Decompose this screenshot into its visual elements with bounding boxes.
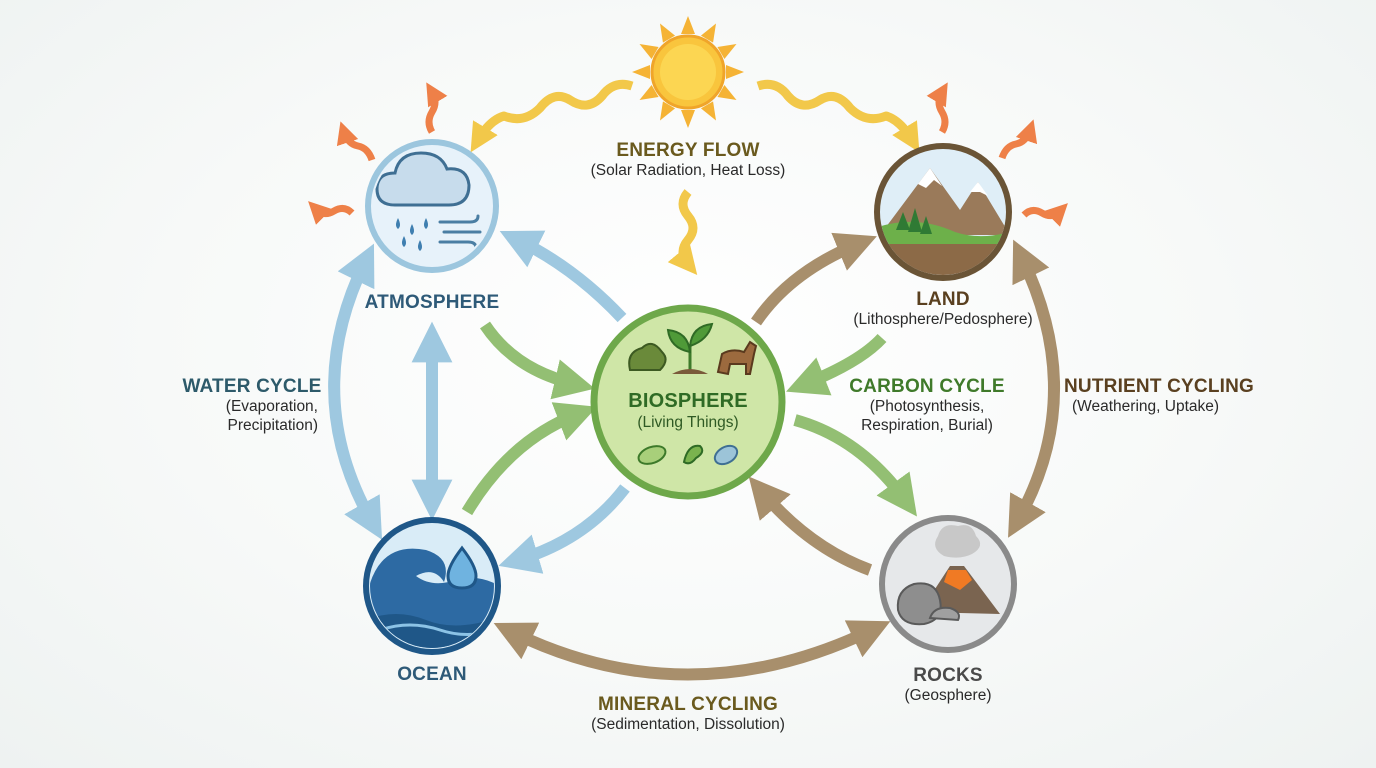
land-label: LAND (Lithosphere/Pedosphere) [828,289,1058,330]
biosphere-to-atmosphere-arrow [499,230,627,323]
nutrient-mineral-arrows [493,232,1060,681]
biosphere-label: BIOSPHERE (Living Things) [608,390,768,432]
biosphere-title: BIOSPHERE [628,390,748,412]
rocks-subtitle: (Geosphere) [904,687,992,705]
water-cycle-arrows [328,230,630,574]
nutrient-cycling-subtitle: (Weathering, Uptake) [1072,398,1220,416]
atmosphere-to-biosphere-arrow [480,321,595,400]
energy-flow-title: ENERGY FLOW [616,140,760,161]
ocean-to-biosphere-arrow [461,402,598,516]
ocean-node [363,517,501,655]
carbon-cycle-title: CARBON CYCLE [849,376,1005,397]
mineral-cycling-subtitle: (Sedimentation, Dissolution) [591,716,785,734]
heat-loss-atmosphere-1 [425,82,448,134]
biosphere-to-land-arrow [751,232,877,326]
heat-loss-atmosphere-2 [336,121,376,162]
atmosphere-label: ATMOSPHERE [342,292,522,314]
cloud-rain-icon [375,151,482,251]
water-cycle-outer-arrow [328,243,383,540]
rocks-label: ROCKS (Geosphere) [878,665,1018,706]
land-subtitle: (Lithosphere/Pedosphere) [853,311,1033,329]
water-cycle-label: WATER CYCLE (Evaporation, Precipitation) [172,376,332,435]
energy-flow-label: ENERGY FLOW (Solar Radiation, Heat Loss) [568,140,808,181]
ocean-label: OCEAN [372,664,492,686]
water-cycle-line1: (Evaporation, [225,398,318,416]
land-node [874,143,1012,281]
carbon-cycle-label: CARBON CYCLE (Photosynthesis, Respiratio… [838,376,1016,435]
plant-animal-microbe-icon [628,322,758,466]
atmosphere-title: ATMOSPHERE [364,292,500,313]
sun-to-atmosphere-arrow [470,79,634,153]
heat-loss-arrows [308,82,1068,227]
biosphere-subtitle: (Living Things) [637,413,739,431]
carbon-cycle-line2: Respiration, Burial) [861,416,993,434]
water-cycle-line2: Precipitation) [227,416,318,434]
mineral-cycling-arrow [493,620,891,681]
nutrient-cycling-arrow [1008,239,1060,538]
heat-loss-atmosphere-3 [308,201,355,225]
rocks-title: ROCKS [913,665,983,686]
nutrient-cycling-label: NUTRIENT CYCLING (Weathering, Uptake) [1064,376,1264,417]
volcano-rock-icon [896,525,1000,626]
solar-radiation-arrows [470,79,920,276]
sun-icon [632,16,744,128]
mineral-cycling-label: MINERAL CYCLING (Sedimentation, Dissolut… [563,694,813,735]
rocks-to-biosphere-arrow [748,476,873,576]
heat-loss-land-3 [1021,203,1068,227]
sun-to-land-arrow [756,79,920,153]
land-to-biosphere-arrow [786,333,887,396]
water-cycle-title: WATER CYCLE [182,376,322,397]
land-title: LAND [916,289,970,310]
nutrient-cycling-title: NUTRIENT CYCLING [1064,376,1255,397]
sun-to-biosphere-arrow [667,189,698,276]
rocks-node [879,515,1017,653]
biosphere-to-ocean-arrow [498,484,630,574]
carbon-cycle-line1: (Photosynthesis, [869,398,985,416]
heat-loss-land-2 [998,119,1038,160]
atmosphere-node [365,139,499,273]
ocean-title: OCEAN [397,664,467,685]
mineral-cycling-title: MINERAL CYCLING [598,694,778,715]
biosphere-node [590,304,786,500]
heat-loss-land-1 [926,82,949,134]
biosphere-to-rocks-arrow [793,414,917,517]
energy-flow-subtitle: (Solar Radiation, Heat Loss) [590,162,786,180]
carbon-cycle-arrows [461,321,917,517]
